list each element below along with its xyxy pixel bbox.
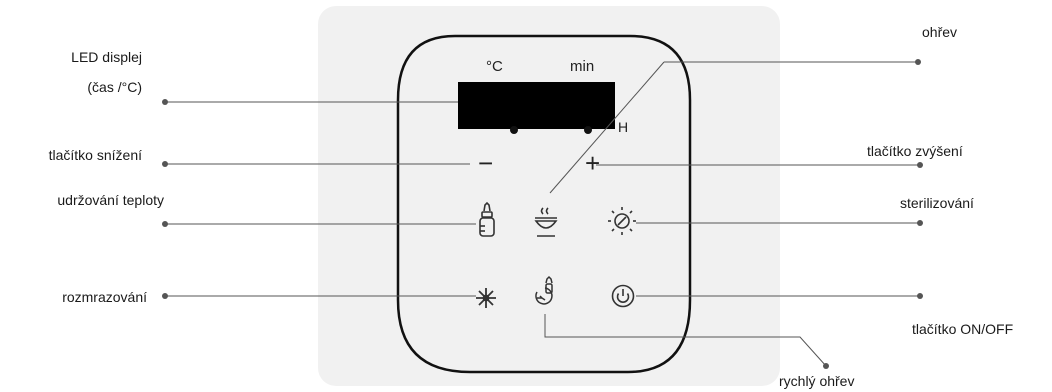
dot-onoff	[917, 293, 923, 299]
label-onoff: tlačítko ON/OFF	[912, 321, 1014, 337]
label-keep-warm: udržování teploty	[57, 192, 164, 208]
dot-keep-warm	[162, 221, 168, 227]
leader-quick-heat	[544, 314, 827, 367]
sterilize-icon	[608, 207, 636, 235]
unit-celsius: °C	[486, 58, 503, 75]
label-defrost: rozmrazování	[62, 289, 147, 305]
label-increase: tlačítko zvýšení	[867, 143, 963, 159]
led-display	[458, 82, 615, 129]
label-led-line1: LED displej	[71, 49, 142, 65]
leader-heating	[549, 61, 665, 194]
minus-button[interactable]: −	[478, 148, 494, 178]
display-dot-right	[584, 126, 592, 134]
plus-button[interactable]: +	[585, 148, 601, 178]
dot-heating	[915, 59, 921, 65]
label-quick-heat: rychlý ohřev	[779, 373, 855, 389]
label-led-line2: (čas /°C)	[87, 79, 142, 95]
display-dot-left	[510, 126, 518, 134]
dot-led	[162, 99, 168, 105]
bowl-heating-icon	[534, 207, 558, 237]
unit-hour: H	[618, 119, 629, 135]
dot-sterilize	[917, 220, 923, 226]
dot-increase	[917, 162, 923, 168]
dot-quick-heat	[823, 363, 829, 369]
label-decrease: tlačítko snížení	[48, 147, 142, 163]
label-heating: ohřev	[922, 24, 958, 40]
quick-heat-icon	[535, 275, 553, 305]
snowflake-icon	[476, 288, 496, 308]
unit-min: min	[570, 58, 595, 75]
bottle-icon	[479, 201, 495, 237]
panel-outline	[396, 34, 692, 374]
power-icon	[611, 284, 635, 308]
dot-defrost	[162, 293, 168, 299]
dot-decrease	[162, 161, 168, 167]
label-sterilize: sterilizování	[900, 195, 974, 211]
panel-background	[318, 6, 780, 386]
